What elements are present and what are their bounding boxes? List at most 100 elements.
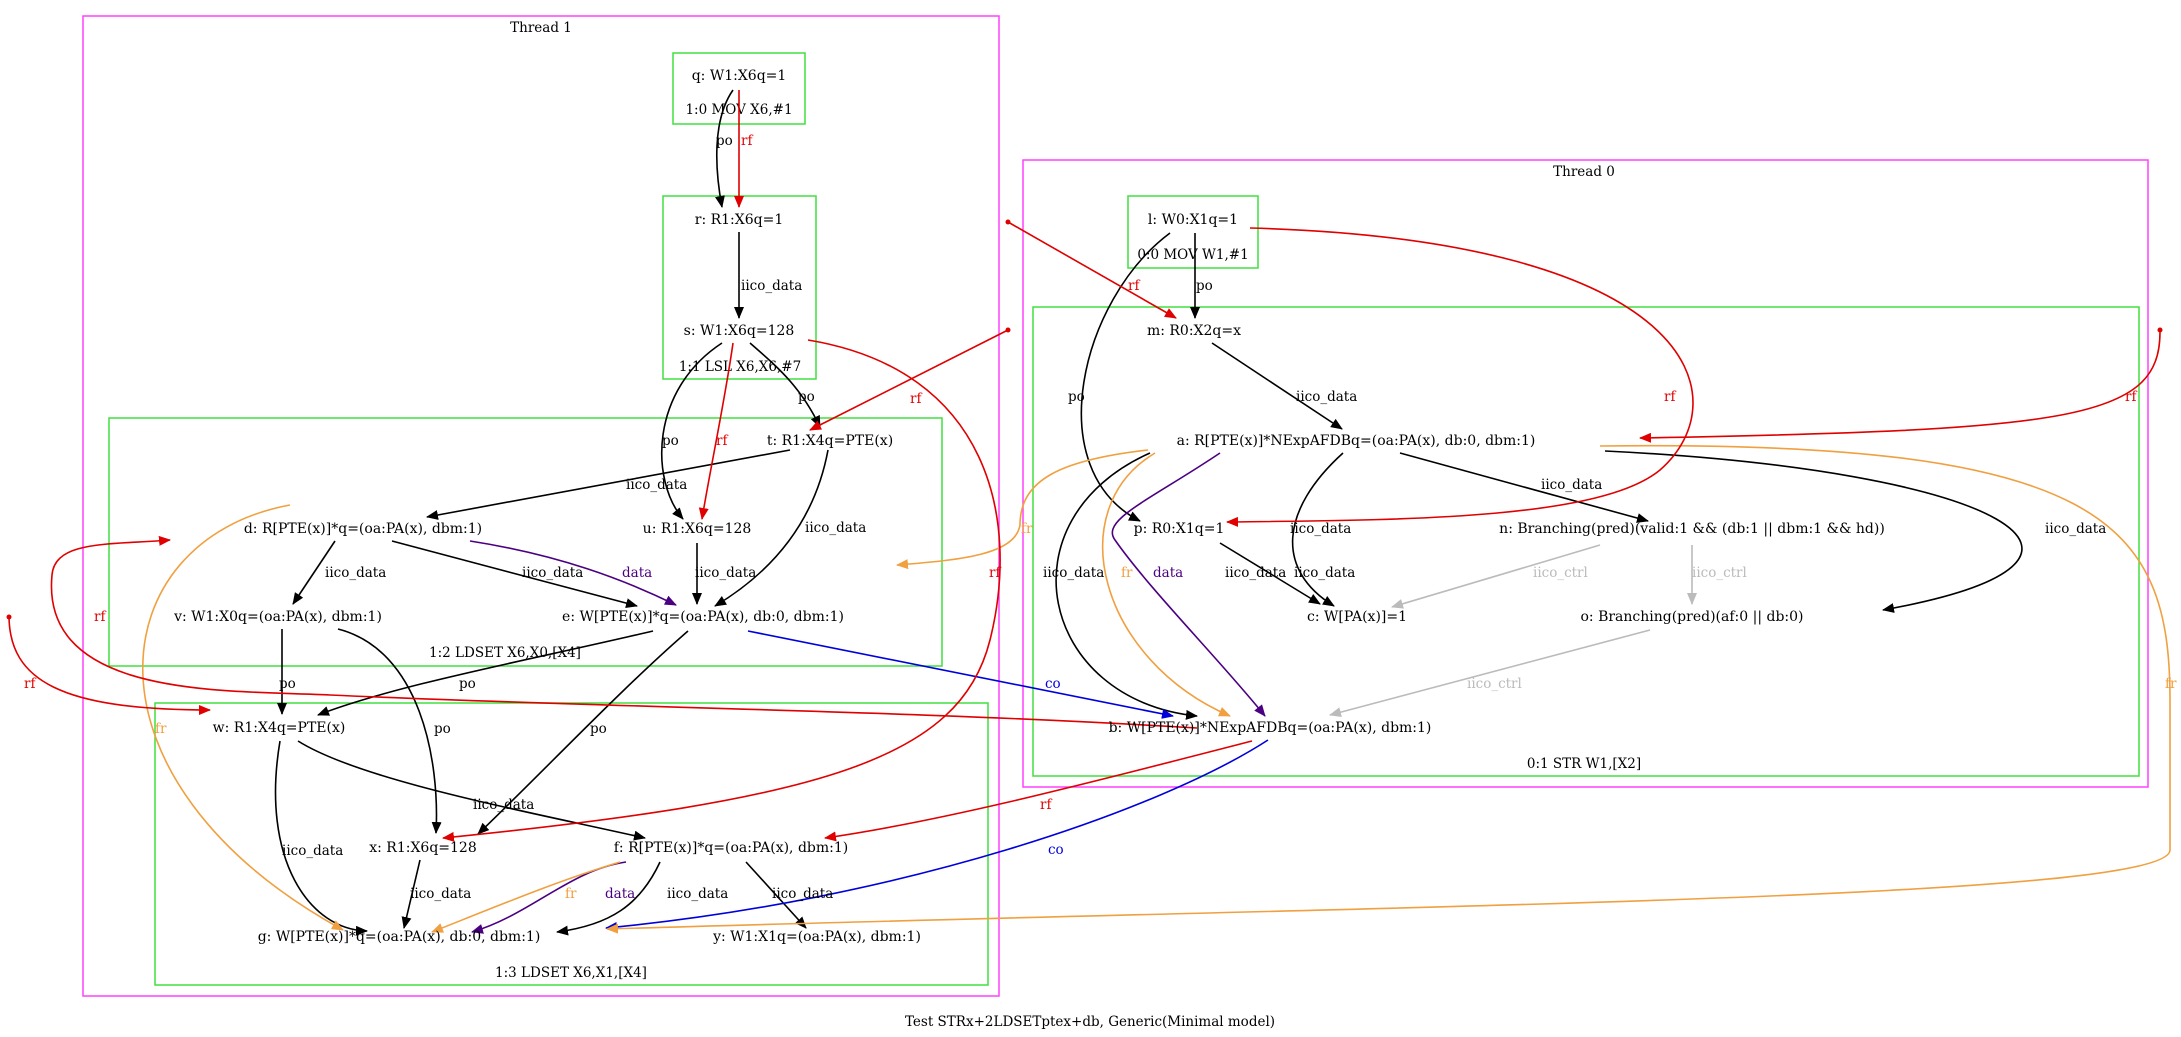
instr-0-0-box: 0:0 MOV W1,#1: [1127, 195, 1259, 269]
events: q: W1:X6q=1 r: R1:X6q=1 s: W1:X6q=128 t:…: [173, 68, 1885, 945]
label-po: po: [716, 133, 733, 149]
edge-a-c-iico: [1291, 452, 1344, 607]
thread-1-label: Thread 1: [510, 20, 572, 36]
label-po: po: [279, 676, 296, 692]
edge-x-g-iico: [401, 859, 421, 929]
instr-0-1-label: 0:1 STR W1,[X2]: [1527, 756, 1641, 772]
label-po: po: [1068, 389, 1085, 405]
edge-d-v-iico: [292, 540, 336, 605]
label-po: po: [798, 389, 815, 405]
label-iico-data: iico_data: [1296, 389, 1357, 405]
event-y: y: W1:X1q=(oa:PA(x), dbm:1): [712, 929, 921, 945]
event-d: d: R[PTE(x)]*q=(oa:PA(x), dbm:1): [244, 521, 482, 537]
init-dot: [2157, 327, 2163, 333]
event-s: s: W1:X6q=128: [684, 323, 795, 339]
edge-l-p-po: [1080, 232, 1171, 522]
thread-1-cluster: Thread 1: [82, 15, 1000, 997]
event-x: x: R1:X6q=128: [369, 840, 477, 856]
edge-s-t-po: [749, 342, 821, 428]
instr-1-3-box: 1:3 LDSET X6,X1,[X4]: [154, 702, 989, 986]
edge-s-u-po: [661, 342, 723, 520]
edge-d-g-fr: [142, 504, 344, 931]
edge-init-m-rf: [1007, 221, 1177, 319]
event-p: p: R0:X1q=1: [1134, 521, 1225, 537]
edge-f-g-data: [471, 861, 627, 934]
edge-a-b-fr: [1101, 452, 1231, 717]
label-iico-ctrl: iico_ctrl: [1692, 565, 1747, 581]
edge-a-n-iico: [1399, 452, 1649, 523]
label-fr: fr: [2165, 676, 2177, 692]
label-iico-data: iico_data: [741, 278, 802, 294]
edge-a-g-fr: [606, 444, 2171, 934]
event-o: o: Branching(pred)(af:0 || db:0): [1580, 609, 1803, 625]
edge-n-c-ctrl: [1391, 544, 1601, 609]
edge-f-g-fr: [431, 861, 621, 933]
label-fr: fr: [1021, 521, 1033, 537]
edge-b-d-rf: [50, 535, 1198, 729]
label-rf: rf: [1128, 278, 1140, 294]
label-fr: fr: [565, 886, 577, 902]
label-iico-data: iico_data: [410, 886, 471, 902]
event-l: l: W0:X1q=1: [1148, 212, 1238, 228]
label-iico-data: iico_data: [667, 886, 728, 902]
edges: [8, 89, 2171, 936]
edge-q-r-po: [715, 89, 734, 208]
label-iico-ctrl: iico_ctrl: [1533, 565, 1588, 581]
label-iico-data: iico_data: [1290, 521, 1351, 537]
event-e: e: W[PTE(x)]*q=(oa:PA(x), db:0, dbm:1): [562, 609, 844, 625]
instr-1-2-box: 1:2 LDSET X6,X0,[X4]: [108, 417, 943, 667]
label-iico-data: iico_data: [1043, 565, 1104, 581]
edge-labels: po rf iico_data po po rf iico_data iico_…: [24, 133, 2177, 902]
edge-b-g-co: [605, 739, 1269, 932]
event-v: v: W1:X0q=(oa:PA(x), dbm:1): [173, 609, 382, 625]
init-markers: [6, 219, 2163, 620]
event-w: w: R1:X4q=PTE(x): [213, 720, 346, 736]
event-q: q: W1:X6q=1: [692, 68, 787, 84]
edge-d-e-data: [469, 540, 677, 606]
label-iico-data: iico_data: [473, 797, 534, 813]
label-iico-ctrl: iico_ctrl: [1467, 676, 1522, 692]
label-po: po: [1196, 278, 1213, 294]
edge-d-e-iico: [391, 540, 638, 609]
init-dot: [1005, 327, 1011, 333]
label-po: po: [459, 676, 476, 692]
edge-a-e-fr: [896, 449, 1149, 570]
label-po: po: [434, 721, 451, 737]
label-po: po: [662, 433, 679, 449]
instr-0-0-label: 0:0 MOV W1,#1: [1137, 247, 1248, 263]
init-dot: [6, 614, 12, 620]
edge-o-b-ctrl: [1329, 629, 1651, 718]
label-iico-data: iico_data: [695, 565, 756, 581]
edge-l-p-rf: [1226, 227, 1694, 527]
edge-a-b-data: [1111, 452, 1266, 717]
event-b: b: W[PTE(x)]*NExpAFDBq=(oa:PA(x), dbm:1): [1109, 720, 1432, 736]
instr-1-1-label: 1:1 LSL X6,X6,#7: [679, 359, 801, 375]
event-f: f: R[PTE(x)]*q=(oa:PA(x), dbm:1): [614, 840, 849, 856]
label-po: po: [590, 721, 607, 737]
label-rf: rf: [989, 565, 1001, 581]
label-rf: rf: [910, 391, 922, 407]
event-u: u: R1:X6q=128: [643, 521, 752, 537]
diagram-caption: Test STRx+2LDSETptex+db, Generic(Minimal…: [905, 1014, 1275, 1030]
label-fr: fr: [155, 721, 167, 737]
edge-s-x-rf: [442, 339, 1001, 842]
instr-0-1-box: 0:1 STR W1,[X2]: [1032, 306, 2140, 777]
edge-e-x-po: [477, 630, 689, 835]
event-a: a: R[PTE(x)]*NExpAFDBq=(oa:PA(x), db:0, …: [1177, 433, 1536, 449]
instr-1-2-label: 1:2 LDSET X6,X0,[X4]: [429, 645, 581, 661]
label-rf: rf: [94, 609, 106, 625]
label-rf: rf: [741, 133, 753, 149]
edge-init-t-rf: [809, 329, 1009, 431]
edge-m-a-iico: [1211, 342, 1343, 430]
label-iico-data: iico_data: [522, 565, 583, 581]
edge-w-f-iico: [297, 740, 646, 841]
edge-p-c-iico: [1219, 542, 1321, 605]
edge-b-f-rf: [824, 740, 1253, 842]
label-co: co: [1045, 676, 1061, 692]
label-rf: rf: [1040, 797, 1052, 813]
init-dot: [1005, 219, 1011, 225]
edge-t-e-iico: [714, 449, 829, 607]
label-data: data: [1153, 565, 1183, 581]
label-rf: rf: [2125, 389, 2137, 405]
